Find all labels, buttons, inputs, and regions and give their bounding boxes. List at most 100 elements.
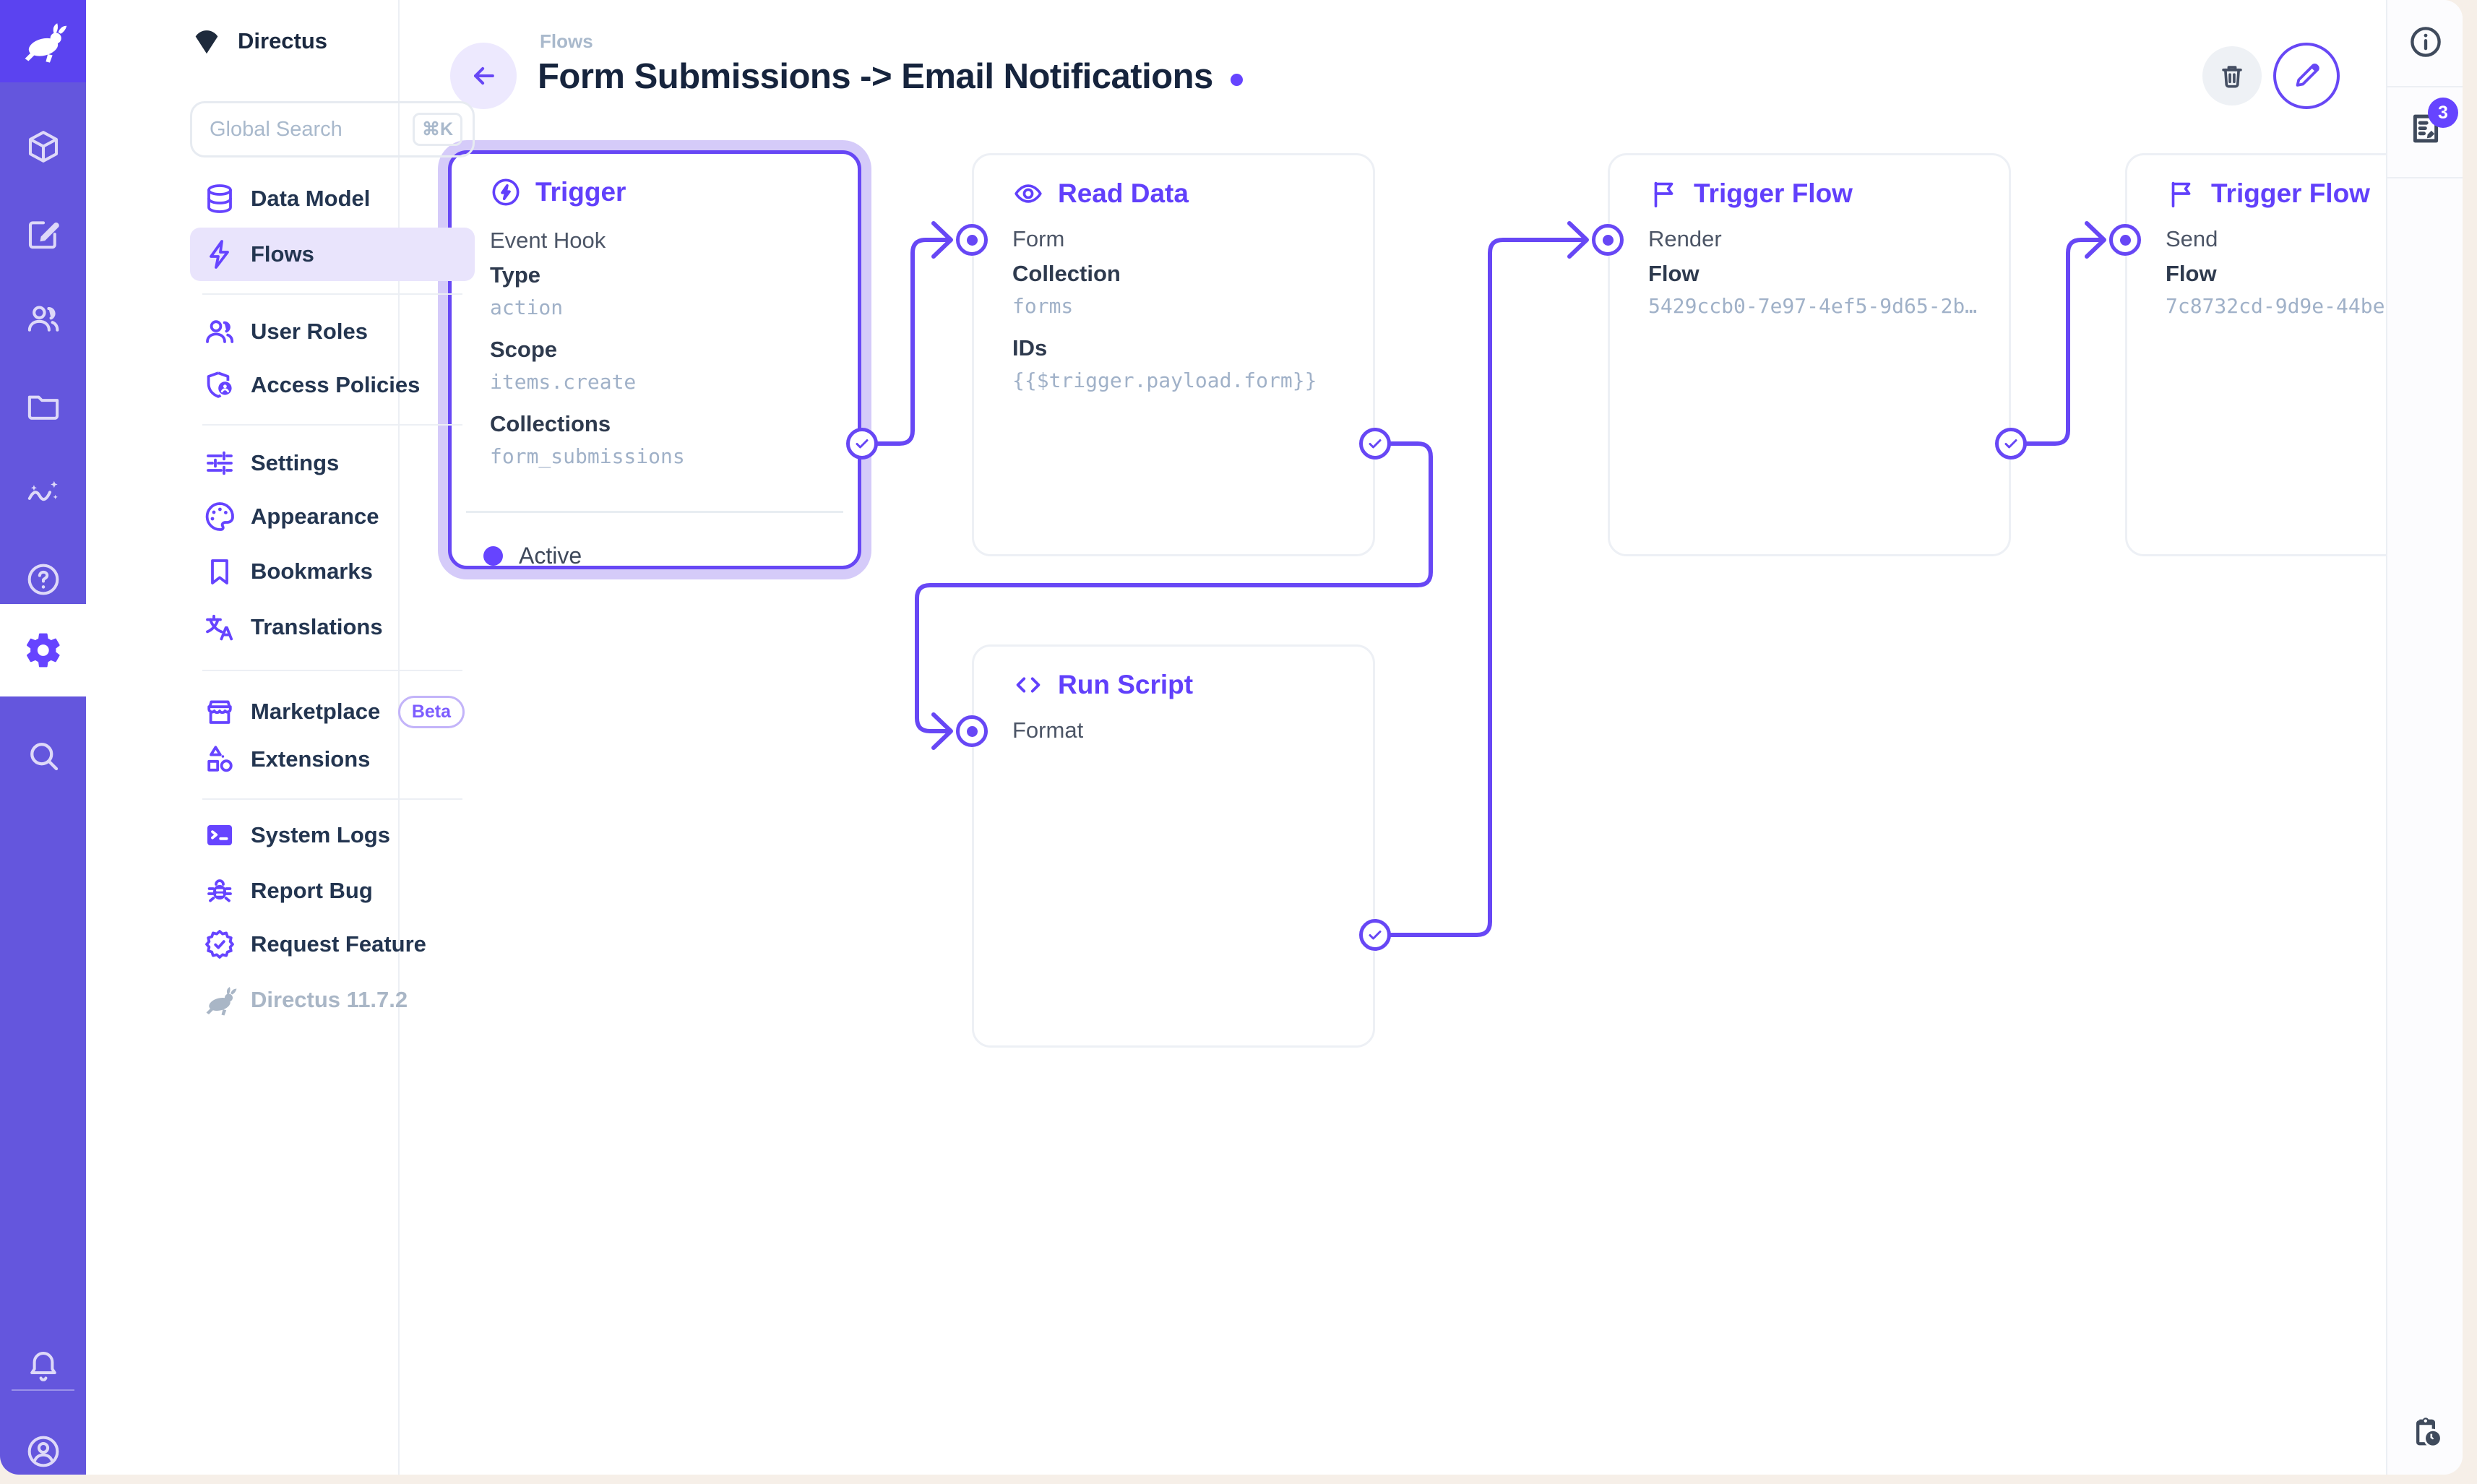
sidebar-item-marketplace[interactable]: Marketplace Beta <box>190 685 475 738</box>
divider <box>202 293 462 295</box>
node-trigger-flow-render[interactable]: Trigger Flow Render Flow 5429ccb0-7e97-4… <box>1608 153 2011 556</box>
node-trigger-flow-send-title: Trigger Flow <box>2165 177 2370 210</box>
port-read-data-in[interactable] <box>956 224 988 256</box>
field-label: Scope <box>490 337 558 362</box>
module-bar <box>0 0 86 1475</box>
port-trigger-flow-render-in[interactable] <box>1592 224 1624 256</box>
field-label: Collection <box>1012 261 1121 286</box>
bug-icon <box>207 879 232 902</box>
module-files[interactable] <box>0 368 86 444</box>
storefront-icon <box>207 700 232 724</box>
field-value: items.create <box>490 370 637 394</box>
users-icon <box>27 306 59 332</box>
sidebar-item-bookmarks[interactable]: Bookmarks <box>190 545 475 598</box>
trigger-bolt-icon <box>492 178 520 206</box>
sidebar-item-flows[interactable]: Flows <box>190 228 475 281</box>
port-read-data-resolve[interactable] <box>1359 428 1391 460</box>
shapes-icon <box>207 746 233 772</box>
module-search[interactable] <box>0 718 86 793</box>
info-sidebar-button[interactable] <box>2387 9 2463 75</box>
sidebar-item-request-feature[interactable]: Request Feature <box>190 918 475 971</box>
user-avatar-button[interactable] <box>0 1414 86 1475</box>
port-run-script-in[interactable] <box>956 715 988 747</box>
wire-trigger-to-readdata <box>860 238 952 446</box>
field-label: Flow <box>2166 261 2217 286</box>
edit-icon <box>28 221 59 249</box>
field-label: Flow <box>1648 261 1700 286</box>
notifications-sidebar-button[interactable]: 3 <box>2387 95 2463 162</box>
sidebar-item-access-policies[interactable]: Access Policies <box>190 358 475 412</box>
divider <box>466 511 843 513</box>
flow-color-dot <box>1230 73 1243 86</box>
port-trigger-resolve[interactable] <box>846 428 878 460</box>
search-icon <box>30 743 58 771</box>
search-input[interactable] <box>208 116 404 142</box>
info-icon <box>2411 27 2441 57</box>
divider <box>202 798 462 800</box>
module-insights[interactable] <box>0 455 86 530</box>
help-icon <box>27 564 59 595</box>
sidebar-item-data-model[interactable]: Data Model <box>190 172 475 225</box>
sidebar-item-extensions[interactable]: Extensions <box>190 733 475 786</box>
tune-icon <box>207 451 233 475</box>
box-icon <box>28 131 58 163</box>
beta-badge: Beta <box>397 695 465 728</box>
folder-icon <box>27 395 59 420</box>
directus-rabbit-gray-icon <box>206 987 237 1016</box>
eye-icon <box>1015 184 1042 203</box>
port-trigger-flow-send-in[interactable] <box>2109 224 2141 256</box>
pending-revisions-button[interactable] <box>2387 1399 2463 1465</box>
search-shortcut: ⌘K <box>412 113 462 146</box>
directus-logo-button[interactable] <box>0 0 86 82</box>
sidebar-item-settings[interactable]: Settings <box>190 436 475 490</box>
node-run-script-title: Run Script <box>1012 668 1193 702</box>
arrow-left-icon <box>473 66 494 85</box>
module-settings-active[interactable] <box>0 604 86 696</box>
project-info[interactable]: Directus <box>190 16 475 66</box>
node-read-data-title: Read Data <box>1012 177 1189 210</box>
flag-icon <box>1654 181 1673 208</box>
sidebar-item-translations[interactable]: Translations <box>190 600 475 654</box>
node-run-script[interactable]: Run Script Format <box>972 644 1375 1048</box>
node-read-data[interactable]: Read Data Form Collection forms IDs {{$t… <box>972 153 1375 556</box>
port-label: Render <box>1648 226 1722 251</box>
code-icon <box>1016 677 1041 693</box>
field-label: IDs <box>1012 335 1048 361</box>
port-run-script-resolve[interactable] <box>1359 919 1391 951</box>
node-trigger-flow-render-title: Trigger Flow <box>1647 177 1853 210</box>
translate-icon <box>206 614 233 641</box>
port-trigger-flow-render-resolve[interactable] <box>1995 428 2027 460</box>
field-value: action <box>490 295 564 319</box>
trigger-subtitle: Event Hook <box>490 228 606 253</box>
bolt-icon <box>210 240 229 269</box>
field-label: Type <box>490 262 541 288</box>
back-button[interactable] <box>450 43 517 109</box>
settings-nav-sidebar: Directus ⌘K Data Model Flows User Roles … <box>86 0 475 1475</box>
module-editor[interactable] <box>0 196 86 271</box>
module-users[interactable] <box>0 281 86 356</box>
sidebar-item-system-logs[interactable]: System Logs <box>190 808 475 862</box>
seal-check-icon <box>205 930 234 959</box>
check-icon <box>856 439 869 449</box>
module-content[interactable] <box>0 109 86 184</box>
database-icon <box>207 184 232 213</box>
field-value: {{$trigger.payload.form}} <box>1012 368 1317 392</box>
edit-flow-button[interactable] <box>2273 43 2340 109</box>
breadcrumb[interactable]: Flows <box>540 30 593 52</box>
module-help[interactable] <box>0 542 86 617</box>
sidebar-item-user-roles[interactable]: User Roles <box>190 305 475 358</box>
trigger-status: Active <box>483 543 582 569</box>
divider <box>202 424 462 426</box>
field-value: 5429ccb0-7e97-4ef5-9d65-2b… <box>1648 294 1978 318</box>
notifications-button[interactable] <box>0 1329 86 1404</box>
check-icon <box>2004 439 2017 449</box>
delete-flow-button[interactable] <box>2202 46 2262 105</box>
field-value: 7c8732cd-9d9e-44be <box>2166 294 2385 318</box>
notifications-count-badge: 3 <box>2428 98 2458 128</box>
trash-icon <box>2222 66 2242 88</box>
sidebar-item-report-bug[interactable]: Report Bug <box>190 864 475 918</box>
sidebar-item-appearance[interactable]: Appearance <box>190 490 475 543</box>
node-trigger[interactable]: Trigger Event Hook Type action Scope ite… <box>448 150 861 569</box>
global-search[interactable]: ⌘K <box>190 101 475 158</box>
